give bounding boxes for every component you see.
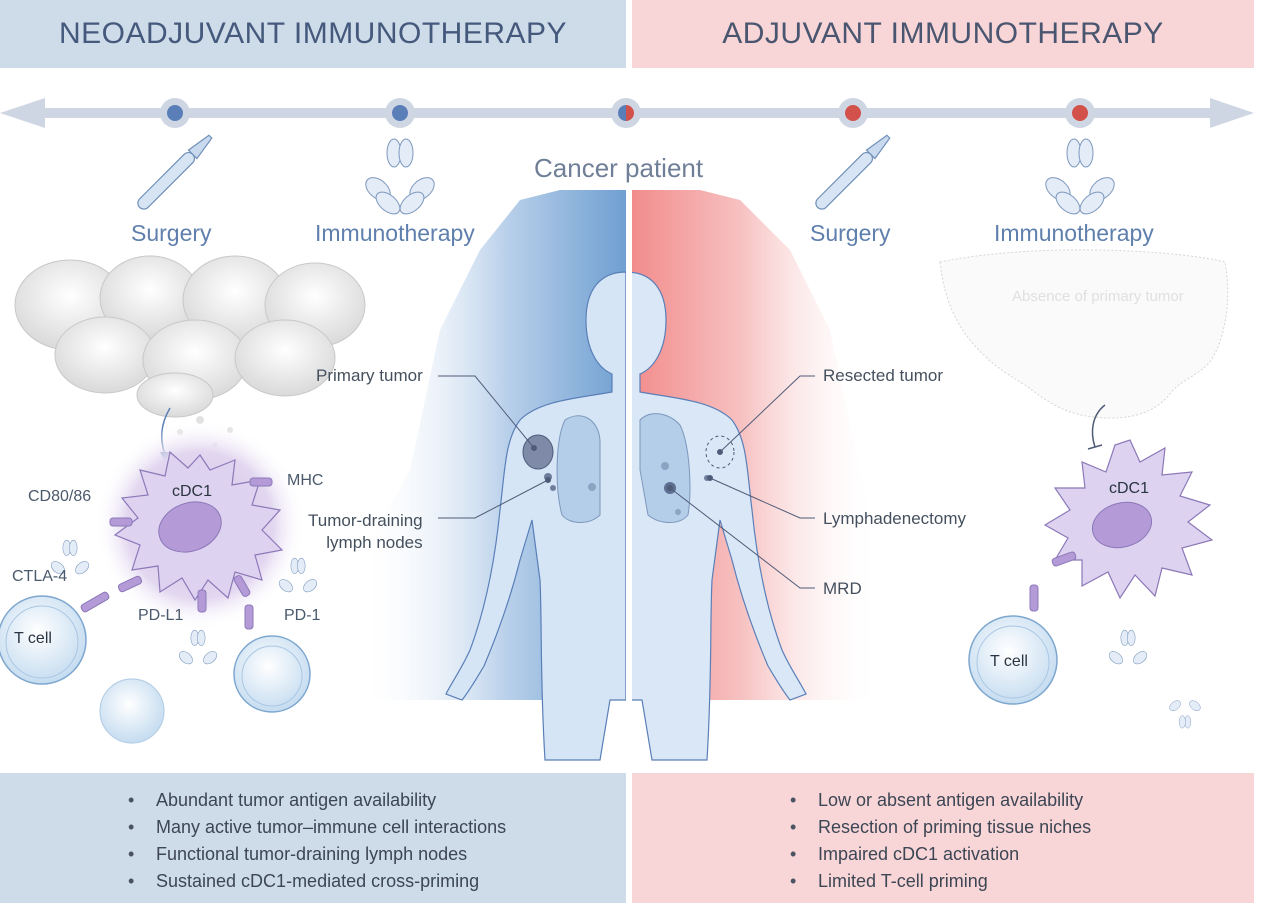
label-ctla4: CTLA-4 (12, 568, 68, 585)
antibody-icon (278, 557, 318, 593)
summary-item: Low or absent antigen availability (790, 787, 1091, 814)
absent-tumor-outline (939, 249, 1229, 419)
callout-primary-tumor: Primary tumor (316, 366, 423, 385)
dendritic-cell-left (95, 420, 305, 630)
timeline-nodes (160, 98, 1095, 128)
summary-item: Functional tumor-draining lymph nodes (128, 841, 506, 868)
label-pdl1: PD-L1 (138, 607, 184, 624)
summary-item: Many active tumor–immune cell interactio… (128, 814, 506, 841)
summary-item: Abundant tumor antigen availability (128, 787, 506, 814)
neoadjuvant-summary-panel: Abundant tumor antigen availability Many… (0, 773, 626, 903)
label-cdc1-left: cDC1 (172, 483, 213, 500)
antibody-icon (1108, 629, 1148, 665)
cancer-patient-title: Cancer patient (534, 153, 704, 183)
inhibition-arrow (1087, 404, 1106, 450)
callout-mrd: MRD (823, 579, 862, 598)
callout-lymphadenectomy: Lymphadenectomy (823, 509, 967, 528)
callout-draining-nodes-line2: lymph nodes (326, 533, 423, 552)
label-tcell-right: T cell (990, 653, 1028, 670)
antibody-icon (178, 629, 218, 665)
callout-draining-nodes: Tumor-draining lymph nodes (308, 510, 423, 554)
antibody-icon (365, 138, 435, 215)
scalpel-icon (815, 134, 891, 210)
t-cell-small (99, 678, 165, 744)
adjuvant-summary-list: Low or absent antigen availability Resec… (790, 787, 1091, 895)
step-immunotherapy-right: Immunotherapy (994, 220, 1154, 246)
callout-resected-tumor: Resected tumor (823, 366, 943, 385)
adjuvant-banner: ADJUVANT IMMUNOTHERAPY (632, 0, 1254, 68)
summary-item: Impaired cDC1 activation (790, 841, 1091, 868)
label-mhc: MHC (287, 472, 324, 489)
step-surgery-left: Surgery (131, 220, 212, 246)
label-cd80: CD80/86 (28, 488, 92, 505)
t-cell-adjuvant (968, 584, 1058, 705)
absence-primary-tumor-label: Absence of primary tumor (1012, 288, 1184, 305)
label-pd1: PD-1 (284, 607, 321, 624)
step-surgery-right: Surgery (810, 220, 891, 246)
step-immunotherapy-left: Immunotherapy (315, 220, 475, 246)
callout-lines (438, 375, 815, 589)
t-cell-right (233, 604, 311, 713)
adjuvant-title: ADJUVANT IMMUNOTHERAPY (722, 17, 1164, 50)
neoadjuvant-banner: NEOADJUVANT IMMUNOTHERAPY (0, 0, 626, 68)
human-body-silhouette (445, 260, 807, 770)
neoadjuvant-summary-list: Abundant tumor antigen availability Many… (128, 787, 506, 895)
antibody-icon (50, 539, 90, 575)
summary-item: Sustained cDC1-mediated cross-priming (128, 868, 506, 895)
label-tcell-left: T cell (14, 630, 52, 647)
summary-item: Resection of priming tissue niches (790, 814, 1091, 841)
neoadjuvant-title: NEOADJUVANT IMMUNOTHERAPY (58, 17, 568, 50)
t-cell-left (0, 591, 110, 685)
label-cdc1-right: cDC1 (1109, 480, 1150, 497)
scalpel-icon (137, 134, 213, 210)
adjuvant-summary-panel: Low or absent antigen availability Resec… (632, 773, 1254, 903)
dendritic-cell-right (1043, 439, 1214, 600)
antibody-icon (1045, 138, 1115, 215)
summary-item: Limited T-cell priming (790, 868, 1091, 895)
callout-draining-nodes-line1: Tumor-draining (308, 511, 423, 530)
antibody-icon (1169, 700, 1201, 729)
